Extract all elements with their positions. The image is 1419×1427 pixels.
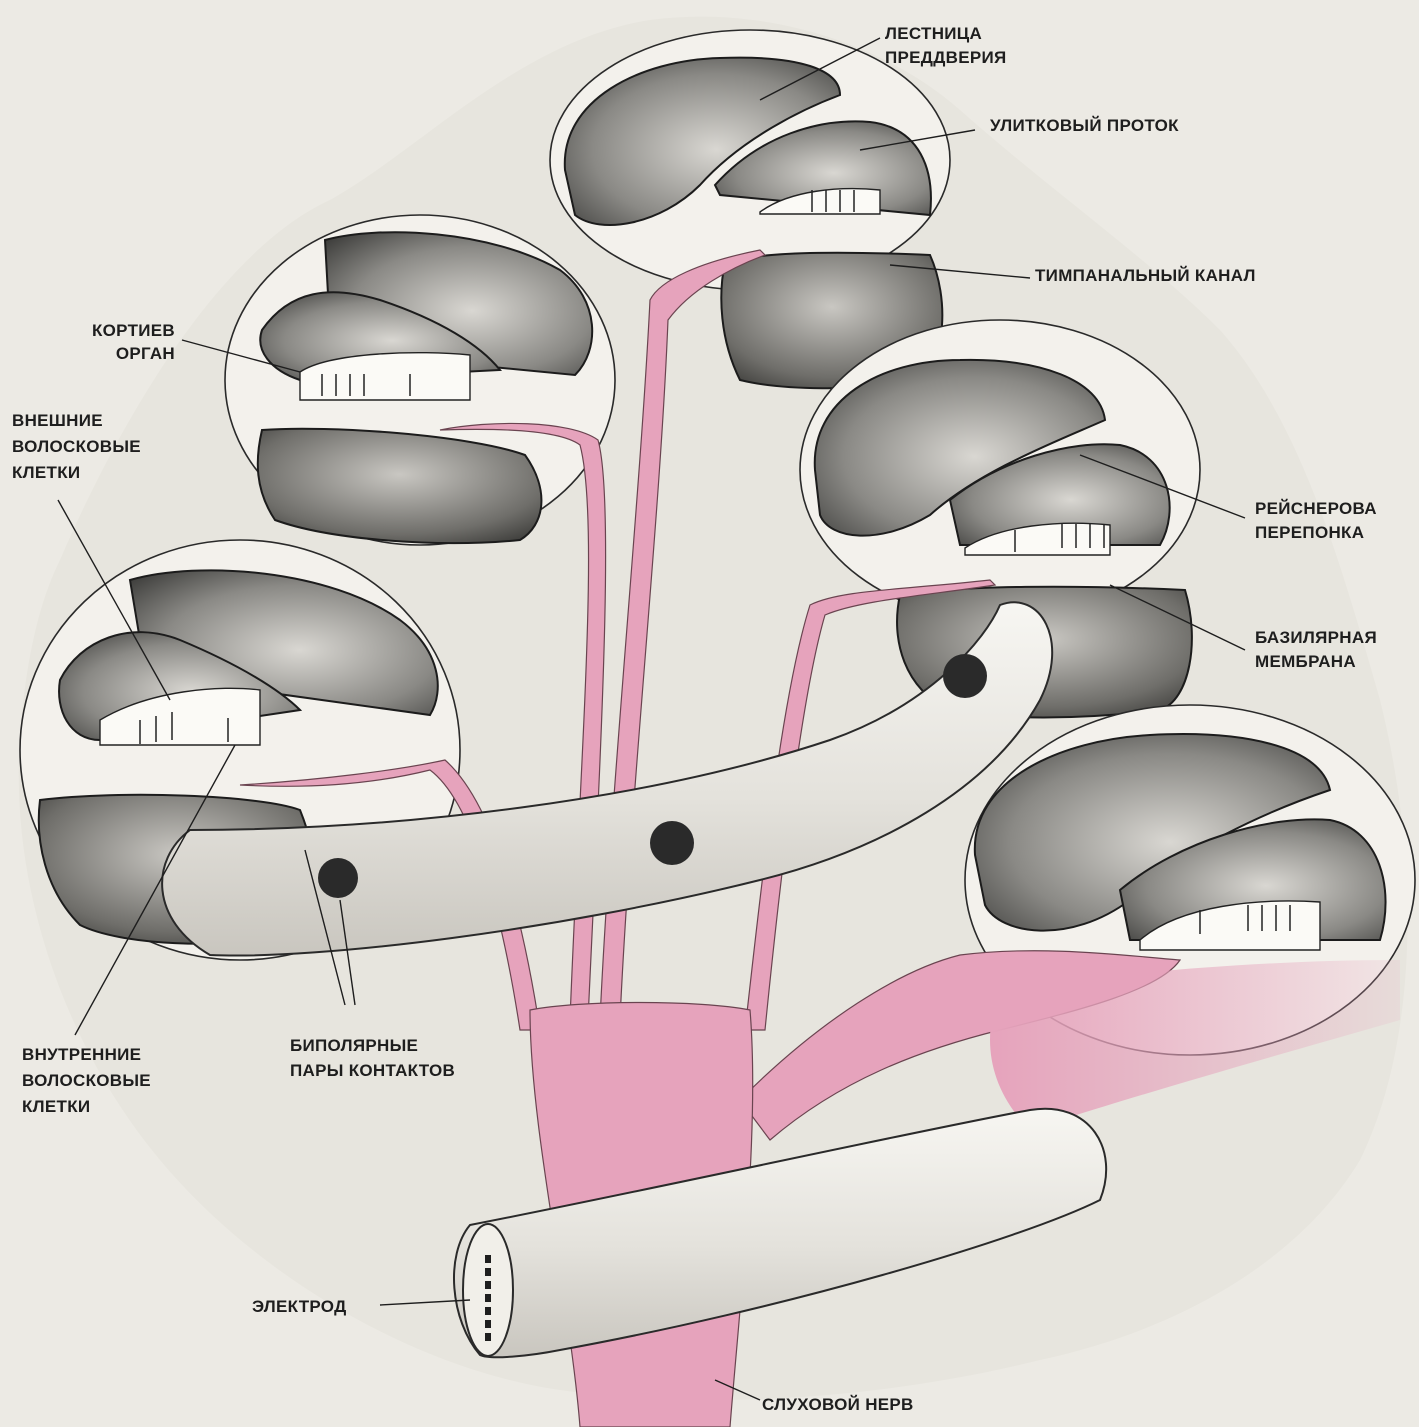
contact-ball-3 [943,654,987,698]
label-organ-of-corti-1: КОРТИЕВ [92,321,175,340]
label-tympanic-canal: ТИМПАНАЛЬНЫЙ КАНАЛ [1035,266,1256,285]
label-reissner-membrane-2: ПЕРЕПОНКА [1255,523,1364,542]
label-scala-vestibuli-2: ПРЕДДВЕРИЯ [885,48,1007,67]
label-bipolar-contacts-1: БИПОЛЯРНЫЕ [290,1036,418,1055]
label-outer-hair-cells-1: ВНЕШНИЕ [12,411,103,430]
label-scala-vestibuli-1: ЛЕСТНИЦА [885,24,982,43]
label-inner-hair-cells-1: ВНУТРЕННИЕ [22,1045,141,1064]
cochlear-turn-upper-left [225,215,615,545]
contact-ball-1 [318,858,358,898]
label-outer-hair-cells-2: ВОЛОСКОВЫЕ [12,437,141,456]
label-basilar-membrane-1: БАЗИЛЯРНАЯ [1255,628,1377,647]
label-organ-of-corti-2: ОРГАН [116,344,175,363]
label-basilar-membrane-2: МЕМБРАНА [1255,652,1356,671]
contact-ball-2 [650,821,694,865]
label-cochlear-duct: УЛИТКОВЫЙ ПРОТОК [990,116,1179,135]
label-inner-hair-cells-2: ВОЛОСКОВЫЕ [22,1071,151,1090]
label-reissner-membrane-1: РЕЙСНЕРОВА [1255,499,1377,518]
label-inner-hair-cells-3: КЛЕТКИ [22,1097,90,1116]
label-auditory-nerve: СЛУХОВОЙ НЕРВ [762,1395,914,1414]
label-electrode: ЭЛЕКТРОД [252,1297,347,1316]
label-outer-hair-cells-3: КЛЕТКИ [12,463,80,482]
label-bipolar-contacts-2: ПАРЫ КОНТАКТОВ [290,1061,455,1080]
